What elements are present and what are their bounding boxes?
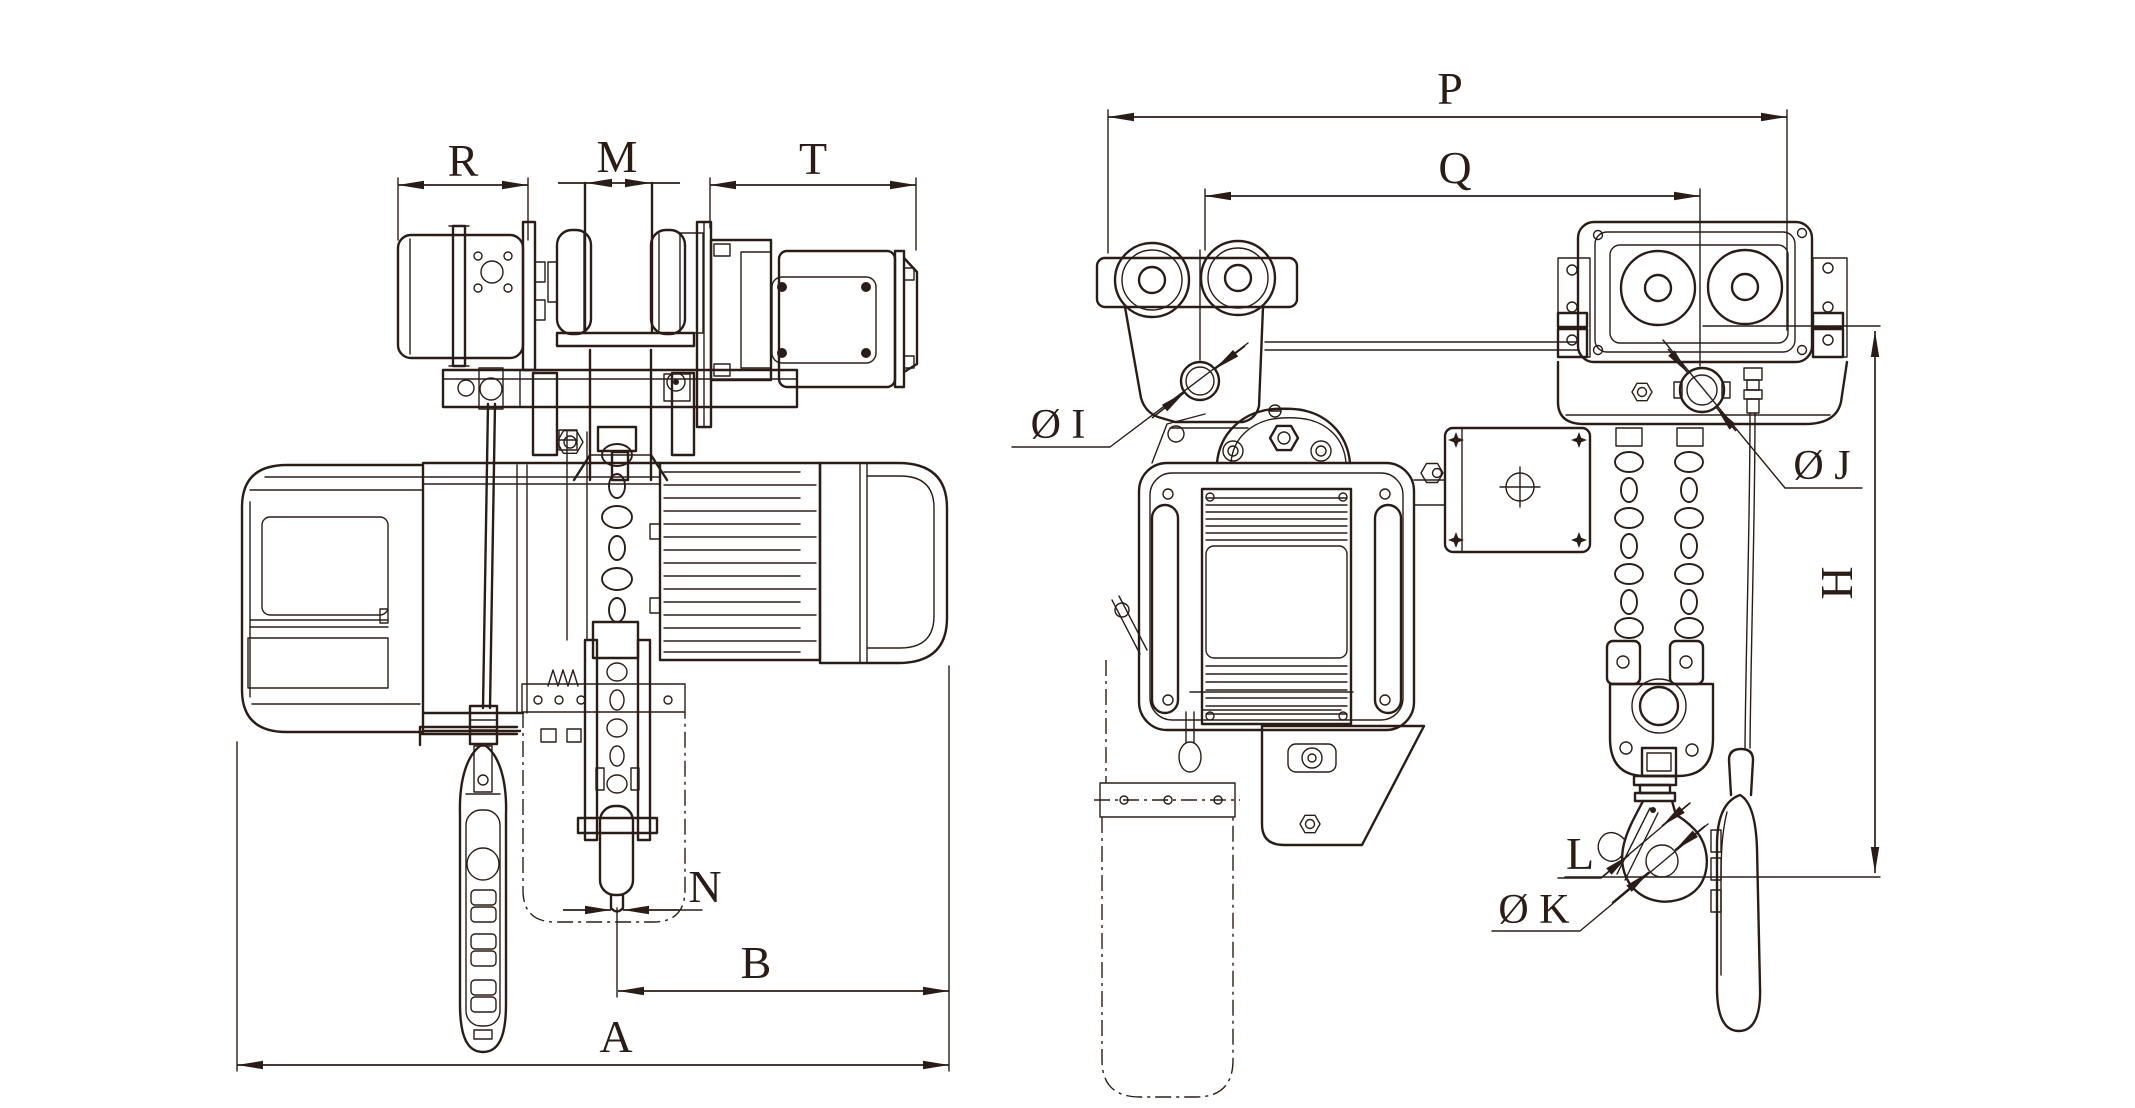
- pendant-profile: [1710, 747, 1762, 1033]
- side-view: R M T N B A: [236, 131, 950, 1072]
- pendant-control: [458, 742, 508, 1054]
- hook-block: [576, 638, 659, 913]
- hoist-suspension-arch: [1151, 404, 1352, 465]
- dim-label-L: L: [1566, 828, 1594, 879]
- suspension-crossbar: [441, 367, 799, 410]
- suspension-bracket: [531, 348, 696, 482]
- hoist-body-front: [1137, 461, 1444, 732]
- dim-label-K: Ø K: [1498, 887, 1569, 933]
- dim-label-Q: Q: [1438, 142, 1471, 193]
- dim-label-B: B: [741, 937, 772, 988]
- support-arm-plate: [1260, 724, 1426, 847]
- hoist-frame: [421, 425, 662, 733]
- trolley-gear-motor: [695, 220, 919, 429]
- chain-container-front: [1094, 595, 1240, 1098]
- dimension-lines-front-view: P Q H Ø I Ø J L Ø K: [1011, 63, 1881, 933]
- trolley-wheel-right-gear: [649, 228, 704, 336]
- gear-housing-cap: [818, 461, 949, 665]
- dimension-lines-side-view: R M T N B A: [236, 131, 950, 1072]
- dim-label-N: N: [688, 861, 721, 912]
- suspension-hole-I: [1179, 360, 1221, 402]
- dim-label-M: M: [597, 131, 638, 182]
- dim-label-R: R: [448, 135, 479, 186]
- chain-fall: [1614, 427, 1704, 639]
- trolley-wheel-left: [547, 228, 593, 336]
- trolley-drive-motor: [396, 220, 546, 372]
- front-view: P Q H Ø I Ø J L Ø K: [1011, 63, 1881, 1098]
- electrical-box: [1413, 426, 1592, 554]
- trolley-lower-plate: [1556, 360, 1849, 749]
- hook-block-front: [1605, 639, 1715, 803]
- dim-label-T: T: [799, 133, 827, 184]
- hoist-motor-housing: [240, 463, 425, 734]
- pendant-emergency-button: [466, 847, 500, 881]
- dim-label-H: H: [1811, 566, 1862, 599]
- trolley-front-housing: [1556, 220, 1848, 364]
- dim-label-J: Ø J: [1793, 443, 1850, 489]
- pendant-buttons: [470, 889, 497, 1013]
- dim-label-P: P: [1437, 63, 1463, 114]
- suspension-hole-J: [1678, 366, 1726, 414]
- pendant-cable: [1744, 412, 1756, 749]
- dim-label-A: A: [599, 1011, 632, 1062]
- dim-label-I: Ø I: [1031, 402, 1086, 448]
